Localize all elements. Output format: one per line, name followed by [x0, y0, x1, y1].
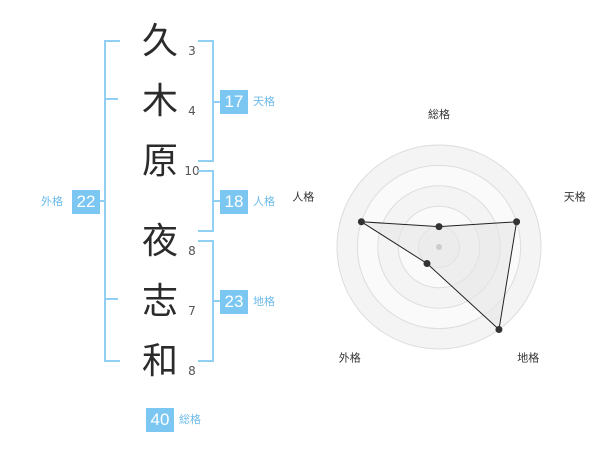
radar-axis-label: 総格: [428, 107, 450, 121]
chikaku-value: 23: [220, 290, 248, 314]
connector: [212, 300, 220, 302]
radar-point-2: [513, 218, 521, 226]
radar-area: [361, 221, 518, 331]
stroke-count-4: 8: [188, 244, 196, 258]
connector: [98, 200, 104, 202]
stroke-count-1: 3: [188, 44, 196, 58]
gaikaku-value: 22: [72, 190, 100, 214]
name-char-3: 原: [141, 141, 178, 182]
radar-axis-label: 人格: [292, 189, 314, 203]
name-char-6: 和: [141, 341, 178, 382]
connector: [212, 200, 220, 202]
gaikaku-bracket: [104, 40, 120, 362]
gaikaku-label: 外格: [41, 195, 63, 208]
radar-point-1: [435, 223, 443, 231]
tenkaku-label: 天格: [253, 95, 275, 108]
stroke-count-6: 8: [188, 364, 196, 378]
radar-point-3: [495, 326, 503, 334]
stroke-count-3: 10: [184, 164, 200, 178]
name-char-2: 木: [141, 81, 178, 122]
connector: [212, 101, 220, 103]
tenkaku-value: 17: [220, 90, 248, 114]
stroke-count-2: 4: [188, 104, 196, 118]
radar-axis-label: 外格: [339, 351, 361, 365]
name-char-1: 久: [141, 21, 178, 62]
radar-axis-label: 天格: [564, 189, 586, 203]
jinkaku-value: 18: [220, 190, 248, 214]
soukaku-value: 40: [146, 408, 174, 432]
soukaku-label: 総格: [179, 413, 201, 426]
jinkaku-label: 人格: [253, 195, 275, 208]
chikaku-label: 地格: [253, 295, 275, 308]
radar-center-dot: [436, 244, 442, 250]
radar-axis-label: 地格: [517, 351, 539, 365]
bracket-tick: [104, 298, 118, 300]
bracket-tick: [104, 98, 118, 100]
stroke-count-5: 7: [188, 304, 196, 318]
radar-point-4: [423, 260, 431, 268]
name-char-5: 志: [141, 281, 178, 322]
name-char-4: 夜: [141, 221, 178, 262]
radar-point-5: [357, 218, 365, 226]
